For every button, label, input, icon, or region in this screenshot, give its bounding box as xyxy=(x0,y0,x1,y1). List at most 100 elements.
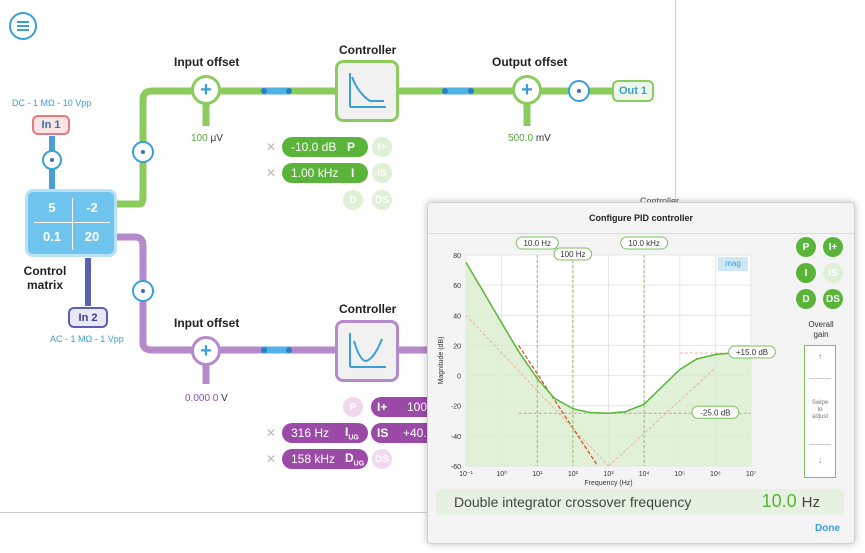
swipe-label: Swipe to adjust xyxy=(811,400,829,420)
d-toggle[interactable]: D xyxy=(796,289,816,309)
top-input-offset-value[interactable]: 100 μV xyxy=(191,133,223,144)
bottom-is-value: +40.0 xyxy=(403,426,434,440)
bottom-iug-sub: UG xyxy=(348,434,359,442)
top-p-gain[interactable]: -10.0 dB P xyxy=(282,137,368,157)
double-integrator-line xyxy=(518,345,599,467)
bandstop-icon xyxy=(349,333,386,368)
parameter-value[interactable]: 10.0 Hz xyxy=(761,491,820,511)
in2-label: In 2 xyxy=(78,311,98,324)
bottom-controller-label: Controller xyxy=(339,302,397,316)
marker-plus15db: +15.0 dB xyxy=(736,348,768,357)
parameter-row[interactable]: Double integrator crossover frequency 10… xyxy=(436,489,844,515)
top-controller-block[interactable] xyxy=(335,60,399,122)
marker-10hz-box xyxy=(515,236,559,250)
dialog-title: Configure PID controller xyxy=(428,203,854,234)
iplus-toggle[interactable]: I+ xyxy=(823,237,843,257)
out1-label: Out 1 xyxy=(618,85,648,97)
probe-icon[interactable] xyxy=(132,280,154,302)
i-toggle[interactable]: I xyxy=(796,263,816,283)
close-icon[interactable]: ✕ xyxy=(266,452,277,466)
marker-plus15db-box xyxy=(728,345,776,359)
top-i-tag: I xyxy=(351,166,355,180)
done-button[interactable]: Done xyxy=(815,523,840,534)
control-matrix[interactable]: 5 -2 0.1 20 xyxy=(25,189,117,257)
mag-badge[interactable]: mag xyxy=(718,257,748,271)
bottom-input-offset-plus-icon[interactable]: + xyxy=(191,336,221,366)
x-tick-label: 10² xyxy=(568,471,579,478)
matrix-cell: 5 xyxy=(48,200,56,215)
x-tick-label: 10⁶ xyxy=(710,471,721,478)
in1-probe-icon[interactable] xyxy=(42,150,62,170)
top-i-value: 1.00 kHz xyxy=(291,166,339,180)
x-tick-label: 10⁰ xyxy=(496,470,507,478)
y-tick-label: 80 xyxy=(453,253,461,260)
x-tick-label: 10³ xyxy=(603,471,614,478)
x-tick-label: 10⁻¹ xyxy=(459,471,473,478)
x-axis-label: Frequency (Hz) xyxy=(584,480,632,487)
asymptote-line xyxy=(465,314,609,467)
y-tick-label: -60 xyxy=(451,464,461,471)
control-matrix-label: Control matrix xyxy=(23,264,67,292)
close-icon[interactable]: ✕ xyxy=(266,166,277,180)
top-is-toggle[interactable]: IS xyxy=(372,163,392,183)
y-tick-label: -20 xyxy=(451,404,461,411)
matrix-cell: 20 xyxy=(84,229,100,244)
out1-port[interactable]: Out 1 xyxy=(612,80,654,102)
close-icon[interactable]: ✕ xyxy=(266,140,277,154)
y-tick-label: 0 xyxy=(457,374,461,381)
bottom-input-offset-value[interactable]: 0.000 0 V xyxy=(185,393,228,404)
marker-10khz-box xyxy=(620,236,669,250)
top-i-gain[interactable]: 1.00 kHz I xyxy=(282,163,368,183)
top-d-toggle[interactable]: D xyxy=(343,190,363,210)
y-tick-label: 40 xyxy=(453,313,461,320)
x-tick-label: 10¹ xyxy=(532,471,543,478)
gain-swipe-control[interactable]: ↑ Swipe to adjust ↓ xyxy=(804,345,836,478)
ds-toggle[interactable]: DS xyxy=(823,289,843,309)
bottom-iug-tag: I xyxy=(345,424,349,439)
y-tick-label: 20 xyxy=(453,343,461,350)
in1-port[interactable]: In 1 xyxy=(32,115,70,135)
bottom-controller-block[interactable] xyxy=(335,320,399,382)
p-toggle[interactable]: P xyxy=(796,237,816,257)
bottom-iplus-gain[interactable]: I+ 100 xyxy=(371,397,441,417)
bottom-ds-toggle[interactable]: DS xyxy=(372,449,392,469)
close-icon[interactable]: ✕ xyxy=(266,426,277,440)
probe-icon[interactable] xyxy=(132,141,154,163)
in2-port[interactable]: In 2 xyxy=(68,307,108,328)
x-tick-label: 10⁴ xyxy=(639,471,650,478)
bottom-dug-tag: D xyxy=(345,450,354,465)
in2-spec: AC - 1 MΩ - 1 Vpp xyxy=(50,334,124,344)
output-offset-plus-icon[interactable]: + xyxy=(512,75,542,105)
probe-icon[interactable] xyxy=(568,80,590,102)
bottom-iplus-tag: I+ xyxy=(377,400,388,414)
bottom-is-gain[interactable]: IS+40.0 xyxy=(371,423,441,443)
top-controller-label: Controller xyxy=(339,43,397,57)
magnitude-curve xyxy=(465,262,751,415)
marker-10hz: 10.0 Hz xyxy=(523,239,551,248)
bottom-dug-gain[interactable]: 158 kHz DUG xyxy=(282,449,368,469)
marker-100hz: 100 Hz xyxy=(560,250,585,259)
marker-minus25db-box xyxy=(691,405,740,419)
is-toggle[interactable]: IS xyxy=(823,263,843,283)
lowpass-icon xyxy=(349,73,386,108)
bottom-dug-value: 158 kHz xyxy=(291,452,336,466)
bottom-p-toggle[interactable]: P xyxy=(343,397,363,417)
menu-icon[interactable] xyxy=(9,12,37,40)
matrix-cell: 0.1 xyxy=(42,229,62,244)
top-ds-toggle[interactable]: DS xyxy=(372,190,392,210)
top-p-tag: P xyxy=(347,140,356,154)
top-input-offset-plus-icon[interactable]: + xyxy=(191,75,221,105)
bottom-iplus-value: 100 xyxy=(407,400,428,414)
y-tick-label: -40 xyxy=(451,434,461,441)
asymptote-line xyxy=(608,367,716,467)
marker-100hz-box xyxy=(553,247,593,261)
output-offset-value[interactable]: 500.0 mV xyxy=(508,133,551,144)
top-iplus-toggle[interactable]: I+ xyxy=(372,137,392,157)
arrow-up-icon: ↑ xyxy=(818,352,822,361)
arrow-down-icon: ↓ xyxy=(818,456,822,465)
top-p-value: -10.0 dB xyxy=(291,140,337,154)
bottom-dug-sub: UG xyxy=(353,460,365,468)
x-tick-label: 10⁵ xyxy=(674,471,685,478)
